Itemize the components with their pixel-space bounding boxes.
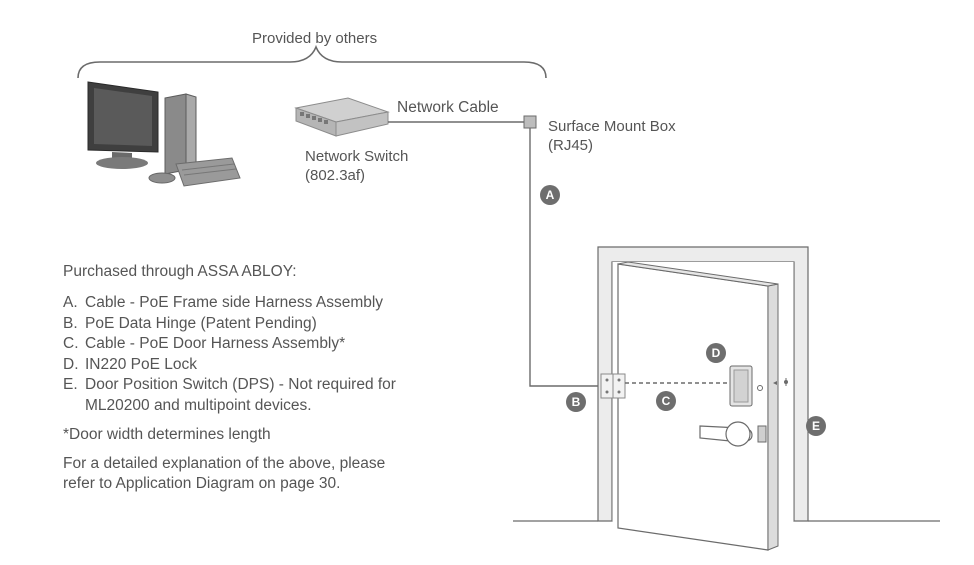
poe-data-hinge: [600, 373, 626, 399]
network-switch-icon: [294, 97, 390, 137]
badge-d: D: [706, 343, 726, 363]
surface-mount-box: [523, 115, 537, 129]
legend-item: C. Cable - PoE Door Harness Assembly*: [63, 334, 396, 355]
parts-legend: Purchased through ASSA ABLOY: A. Cable - …: [63, 263, 396, 494]
badge-a: A: [540, 185, 560, 205]
legend-item-text: IN220 PoE Lock: [85, 355, 198, 373]
legend-item-text: PoE Data Hinge (Patent Pending): [85, 314, 317, 332]
footer-line-2: refer to Application Diagram on page 30.: [63, 475, 341, 492]
legend-item: E. Door Position Switch (DPS) - Not requi…: [63, 375, 396, 396]
grouping-brace: [77, 44, 547, 79]
network-switch-label: Network Switch: [305, 148, 409, 165]
surface-mount-box-label: Surface Mount Box: [548, 118, 676, 135]
legend-item: A. Cable - PoE Frame side Harness Assembl…: [63, 293, 396, 314]
legend-intro: Purchased through ASSA ABLOY:: [63, 263, 297, 280]
door-position-switch: [773, 378, 788, 386]
footer-line-1: For a detailed explanation of the above,…: [63, 455, 386, 472]
door-width-note: *Door width determines length: [63, 426, 271, 443]
legend-item: ML20200 and multipoint devices.: [63, 396, 396, 417]
lever-handle: [699, 421, 767, 447]
door-leaf: [617, 261, 779, 551]
legend-item-text: Cable - PoE Frame side Harness Assembly: [85, 294, 384, 311]
network-cable-label: Network Cable: [397, 99, 499, 116]
legend-item-key: A.: [63, 294, 78, 311]
legend-item-key: D.: [63, 355, 79, 373]
badge-c: C: [656, 391, 676, 411]
rj45-label: (RJ45): [548, 137, 594, 154]
legend-item: D. IN220 PoE Lock: [63, 355, 396, 376]
legend-item: B. PoE Data Hinge (Patent Pending): [63, 314, 396, 335]
legend-item-text: Cable - PoE Door Harness Assembly*: [85, 335, 346, 352]
switch-standard-label: (802.3af): [305, 167, 366, 184]
badge-b: B: [566, 392, 586, 412]
legend-item-text: Door Position Switch (DPS) - Not require…: [85, 376, 396, 393]
badge-e: E: [806, 416, 826, 436]
legend-item-text: ML20200 and multipoint devices.: [85, 396, 312, 414]
legend-list: A. Cable - PoE Frame side Harness Assembl…: [63, 293, 396, 416]
provided-by-others-label: Provided by others: [252, 30, 378, 47]
cable-a: [529, 128, 600, 387]
legend-item-key: C.: [63, 335, 79, 352]
computer-icon: [87, 81, 241, 187]
footer-note: For a detailed explanation of the above,…: [63, 454, 396, 494]
legend-item-key: E.: [63, 376, 78, 393]
legend-item-key: B.: [63, 314, 78, 332]
poe-lock: [729, 365, 763, 407]
